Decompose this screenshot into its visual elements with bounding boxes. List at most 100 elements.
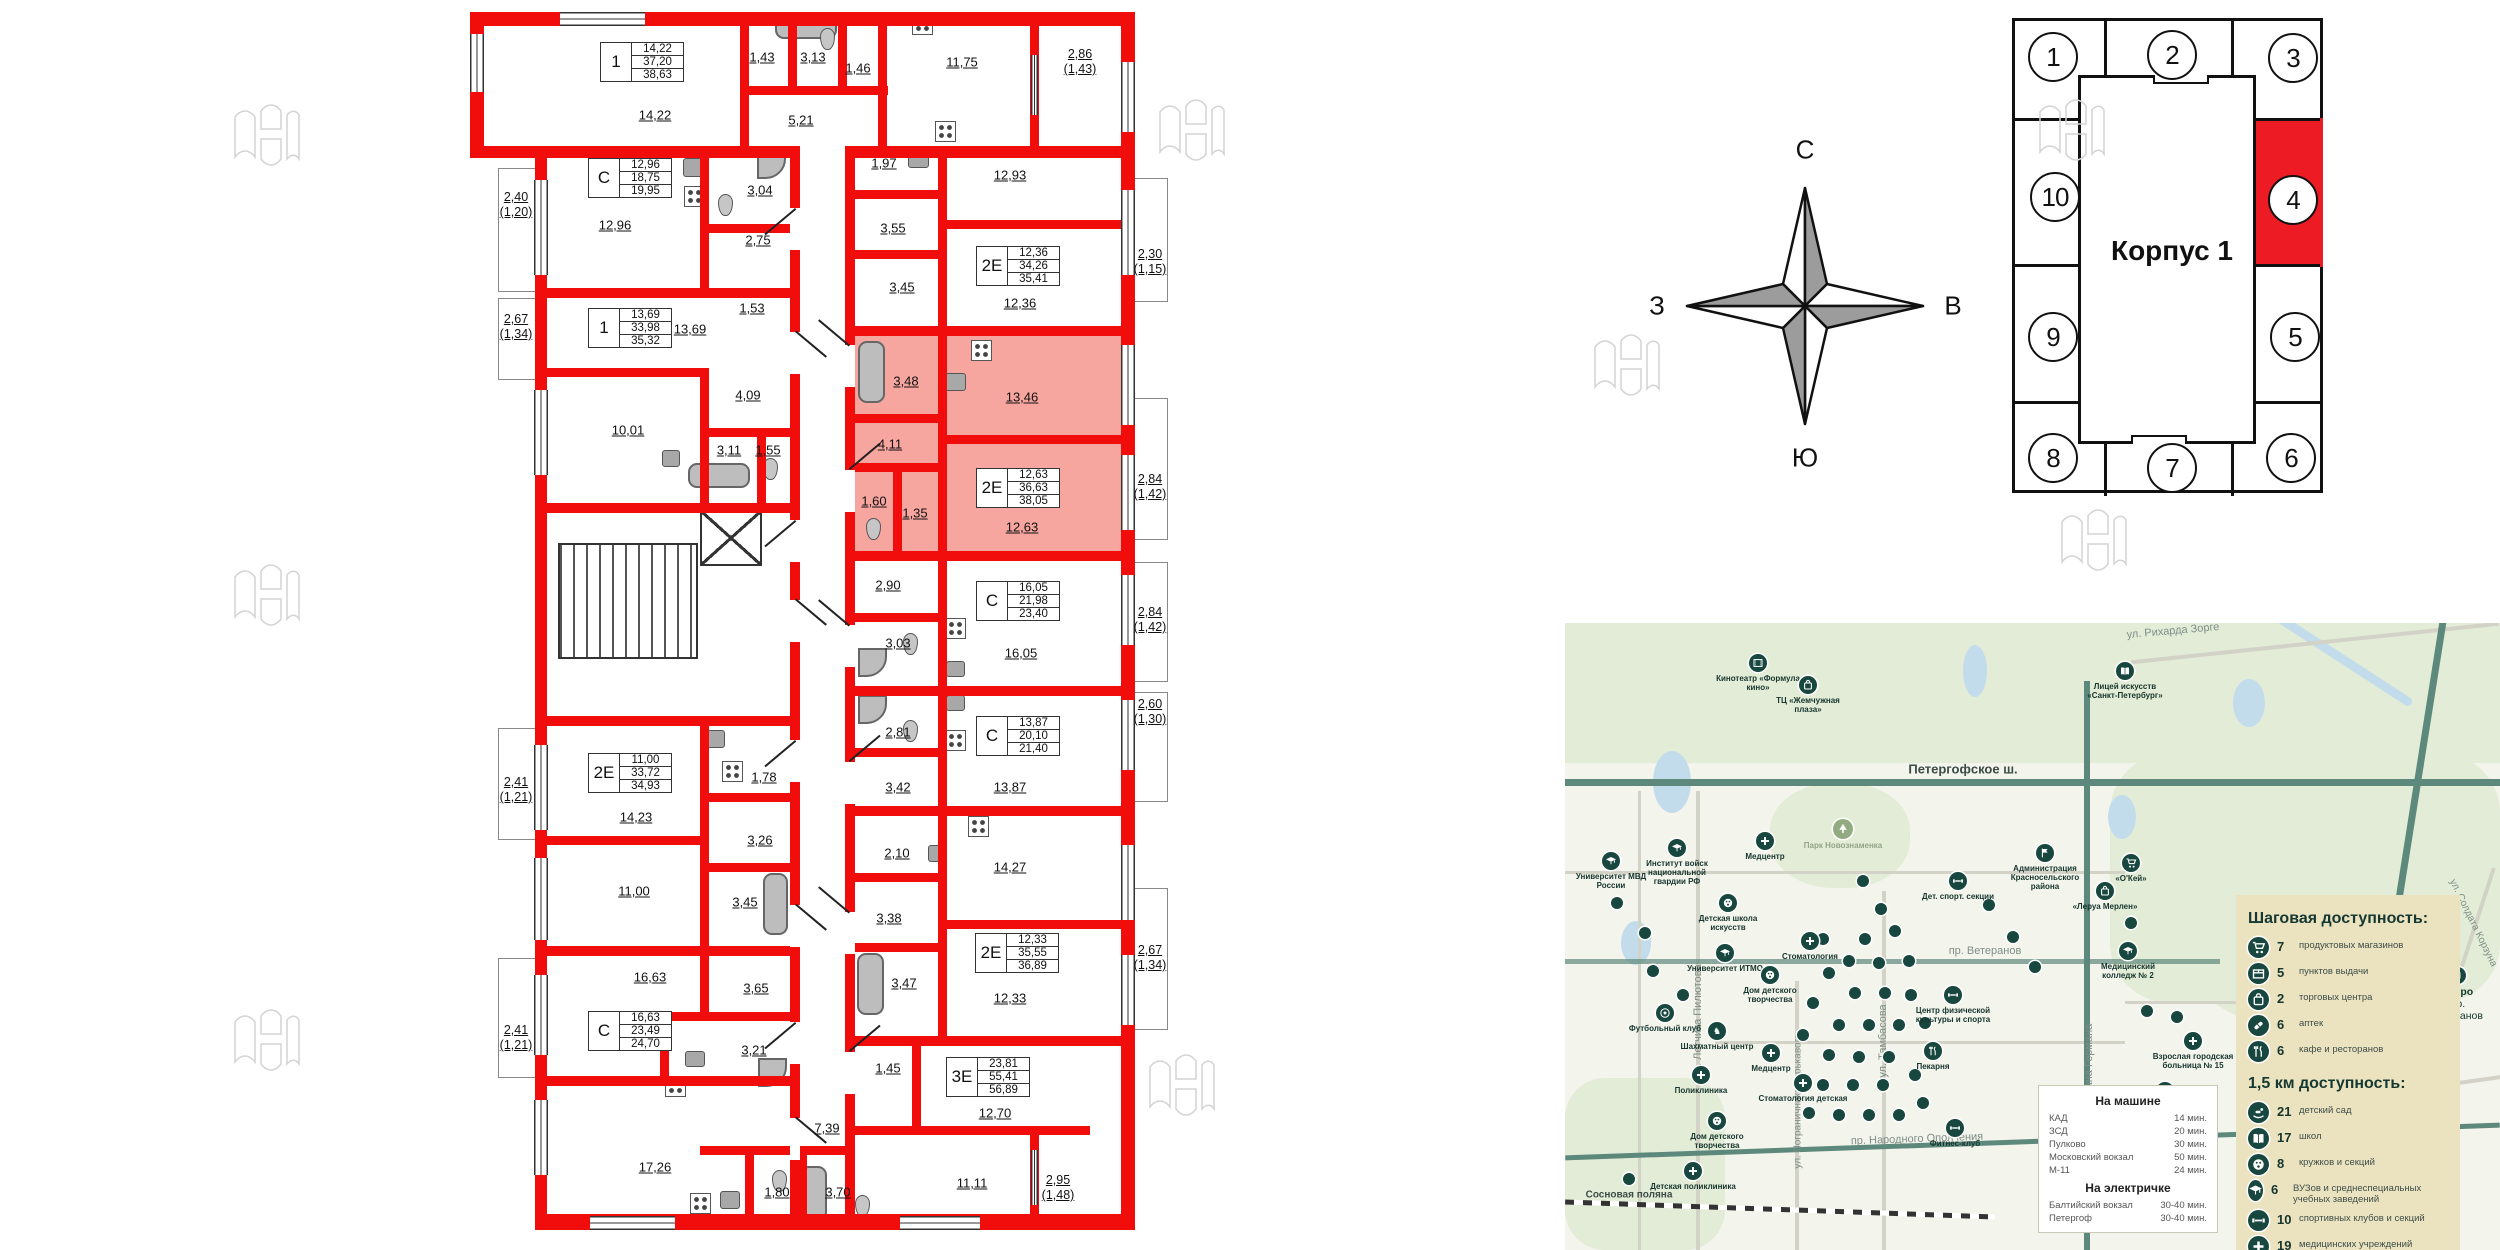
map-poi-dot[interactable] [1803,1107,1815,1119]
map-poi-dot[interactable] [1919,1017,1931,1029]
map-poi-dot[interactable] [2007,931,2019,943]
map-poi[interactable] [1719,894,1737,912]
map-poi[interactable] [2119,942,2137,960]
map-poi-dot[interactable] [1647,965,1659,977]
map-poi[interactable] [2096,882,2114,900]
map-poi-dot[interactable] [1863,1109,1875,1121]
map-poi[interactable] [2036,844,2054,862]
compass-east-label: В [1944,290,1962,321]
schematic-section-3[interactable]: 3 [2268,33,2318,83]
map-poi-dot[interactable] [1905,989,1917,1001]
map-poi[interactable] [2184,1032,2202,1050]
map-poi-dot[interactable] [1623,1173,1635,1185]
map-poi-dot[interactable] [1849,987,1861,999]
map-poi-dot[interactable] [1817,1079,1829,1091]
window [1121,62,1135,132]
wall [938,435,1121,444]
map-poi[interactable] [1799,676,1817,694]
map-poi-dot[interactable] [1883,1051,1895,1063]
map-poi[interactable] [2116,662,2134,680]
dumb-icon [2248,1210,2269,1231]
schematic-section-10[interactable]: 10 [2030,172,2080,222]
schematic-section-8[interactable]: 8 [2028,433,2078,483]
map-poi-dot[interactable] [1843,955,1855,967]
map-poi[interactable] [1801,932,1819,950]
schematic-section-5[interactable]: 5 [2270,312,2320,362]
schematic-section-4[interactable]: 4 [2268,175,2318,225]
map-poi-dot[interactable] [1893,1109,1905,1121]
map-poi[interactable] [2122,854,2140,872]
map-poi-dot[interactable] [1847,1079,1859,1091]
map-poi[interactable] [1692,1066,1710,1084]
map-poi[interactable] [1656,1004,1674,1022]
map-poi[interactable] [1794,1074,1812,1092]
map-poi-dot[interactable] [1983,899,1995,911]
map-poi[interactable] [1944,986,1962,1004]
schematic-section-2[interactable]: 2 [2147,30,2197,80]
schematic-section-6[interactable]: 6 [2266,433,2316,483]
map-poi[interactable] [1602,852,1620,870]
map-poi-dot[interactable] [2171,1011,2183,1023]
wall [740,12,749,152]
map-poi-dot[interactable] [1611,897,1623,909]
map-poi-dot[interactable] [1917,1097,1929,1109]
map-poi[interactable] [1756,832,1774,850]
map-poi[interactable] [1749,654,1767,672]
map-poi-dot[interactable] [1889,925,1901,937]
map-poi-dot[interactable] [2141,1005,2153,1017]
map-poi-dot[interactable] [1817,933,1829,945]
map-poi[interactable] [1684,1162,1702,1180]
map-park[interactable] [1833,819,1853,839]
map-poi-label: Центр физической культуры и спорта [1915,1006,1991,1024]
schematic-section-9[interactable]: 9 [2028,312,2078,362]
map-poi-dot[interactable] [2125,917,2137,929]
map-poi-dot[interactable] [1879,987,1891,999]
map-poi-dot[interactable] [1857,875,1869,887]
map-poi-dot[interactable] [1877,1079,1889,1091]
map-poi[interactable] [1949,872,1967,890]
map-poi[interactable] [1946,1119,1964,1137]
map-poi-dot[interactable] [1853,1051,1865,1063]
map-poi-dot[interactable] [1909,1069,1921,1081]
map-poi-dot[interactable] [1859,933,1871,945]
map-poi[interactable]: ♞ [1708,1022,1726,1040]
map-poi-dot[interactable] [1807,997,1819,1009]
map-poi-label: Футбольный клуб [1628,1024,1702,1033]
map-poi-dot[interactable] [2029,961,2041,973]
map-poi-dot[interactable] [1873,957,1885,969]
map-poi-dot[interactable] [1823,1049,1835,1061]
map-poi-dot[interactable] [1833,1019,1845,1031]
map-poi-dot[interactable] [1833,1109,1845,1121]
map-poi-dot[interactable] [1797,1029,1809,1041]
map-poi[interactable] [1668,839,1686,857]
map-poi[interactable] [1708,1112,1726,1130]
schematic-section-7[interactable]: 7 [2147,443,2197,493]
map-poi[interactable] [1762,1044,1780,1062]
map-poi-dot[interactable] [1639,927,1651,939]
map-poi-dot[interactable] [1903,955,1915,967]
map-poi[interactable] [1761,966,1779,984]
map-poi-dot[interactable] [1823,967,1835,979]
apartment-area-value: 23,49 [620,1025,671,1038]
schematic-section-1[interactable]: 1 [2028,32,2078,82]
map-poi-dot[interactable] [1893,1019,1905,1031]
map-poi[interactable] [1924,1042,1942,1060]
map-poi-dot[interactable] [1875,903,1887,915]
map-poi[interactable] [1716,944,1734,962]
map-poi-dot[interactable] [1863,1019,1875,1031]
map-poi-dot[interactable] [1677,989,1689,1001]
wall [700,146,709,296]
wall [845,686,1135,696]
